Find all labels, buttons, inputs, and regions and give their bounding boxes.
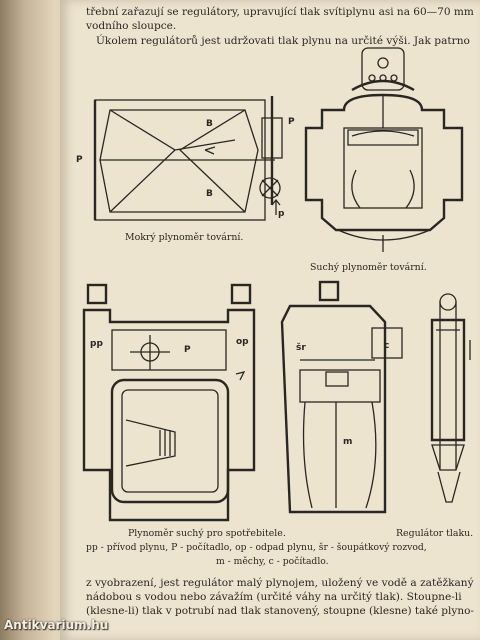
consumer-meter-drawing: pp P op [82,283,256,522]
label-p-arrow: p [278,209,285,219]
watermark-logo: Antikvarium.hu [4,618,109,632]
label-m: m [343,437,352,447]
label-pp: pp [90,339,103,349]
label-p-right: P [288,117,295,127]
text-bottom-2: nádobou s vodou nebo závažím (určité váh… [86,591,462,603]
text-line-1: třební zařazují se regulátory, upravujíc… [86,6,474,18]
label-p-counter: P [184,345,191,355]
caption-dry-meter: Suchý plynoměr tovární. [310,262,427,273]
caption-regulator: Regulátor tlaku. [396,528,474,539]
meter-section-drawing: šr c m [280,280,403,514]
caption-consumer-meter: Plynoměr suchý pro spotřebitele. [128,528,286,539]
regulator-drawing [430,293,471,503]
wet-meter-drawing: B B P P p [76,96,295,221]
label-p-left: P [76,155,83,165]
legend-line-1: pp - přívod plynu, P - počítadlo, op - o… [86,542,427,553]
text-bottom-1: z vyobrazení, jest regulátor malý plynoj… [86,577,474,589]
text-line-2: vodního sloupce. [86,20,177,32]
label-sr: šr [296,342,306,353]
label-c: c [384,341,389,351]
book-page [60,0,480,640]
text-line-3: Úkolem regulátorů jest udržovati tlak pl… [96,35,470,47]
label-b-upper: B [206,119,213,129]
dry-factory-meter-drawing [304,47,464,252]
legend-line-2: m - měchy, c - počítadlo. [216,556,329,567]
label-b-lower: B [206,189,213,199]
caption-wet-meter: Mokrý plynoměr tovární. [125,232,244,243]
text-bottom-3: (klesne-li) tlak v potrubí nad tlak stan… [86,605,474,617]
label-op: op [236,337,249,347]
